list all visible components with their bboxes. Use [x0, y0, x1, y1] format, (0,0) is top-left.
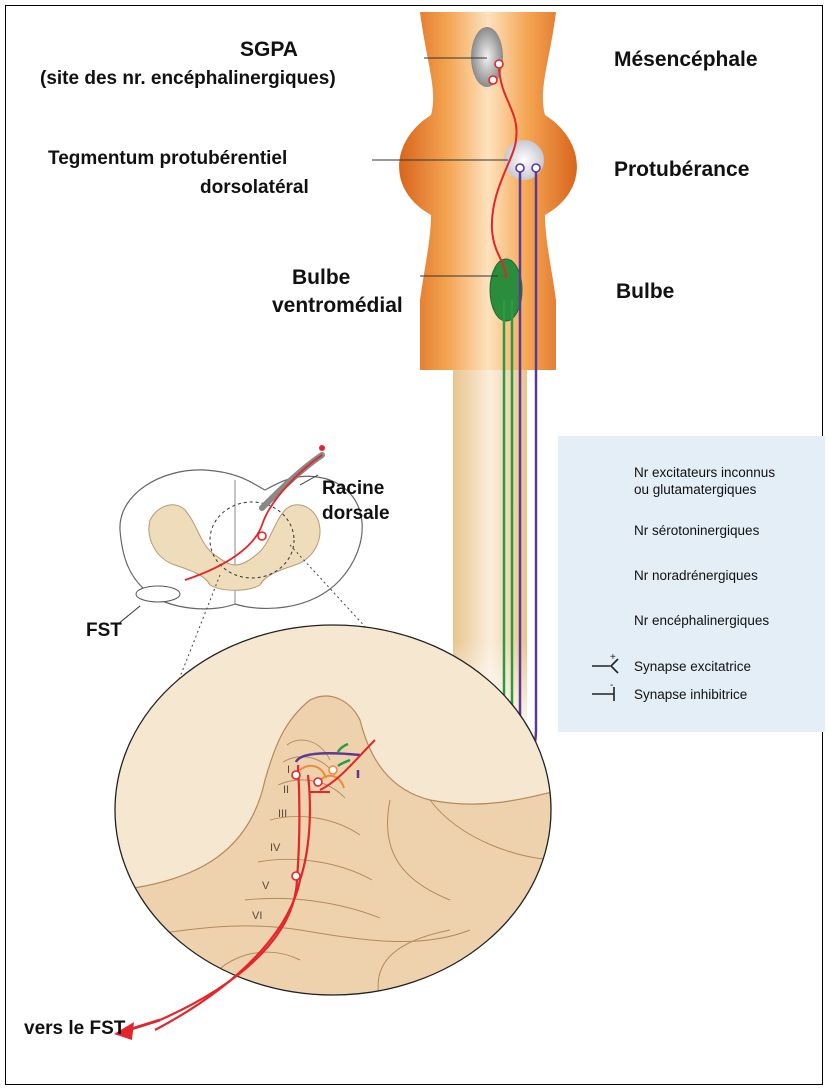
synapse-excitatory-icon: +	[588, 654, 628, 674]
legend-label: Nr encéphalinergiques	[634, 612, 769, 629]
lamina-label: VI	[252, 910, 262, 922]
legend-label: Synapse excitatrice	[634, 658, 751, 675]
legend-label: Nr noradrénergiques	[634, 567, 758, 584]
label-protuberance: Protubérance	[614, 158, 749, 182]
label-sgpa-detail: (site des nr. encéphalinergiques)	[40, 68, 336, 90]
label-bulbe: Bulbe	[616, 280, 674, 304]
legend-label: Nr sérotoninergiques	[634, 522, 759, 539]
ventromedial-medulla-nucleus	[490, 259, 522, 321]
svg-text:+: +	[610, 654, 616, 663]
legend-label: Nr excitateurs inconnus	[634, 464, 775, 481]
lamina-label: I	[287, 764, 290, 776]
lamina-label: IV	[270, 842, 280, 854]
lamina-label: III	[278, 808, 287, 820]
label-tegmentum: Tegmentum protubérentiel	[48, 148, 287, 170]
svg-text:-: -	[610, 682, 613, 691]
label-racine-detail: dorsale	[322, 503, 390, 525]
label-fst: FST	[86, 620, 122, 642]
legend: Nr excitateurs inconnus ou glutamatergiq…	[558, 436, 825, 732]
lamina-label: V	[262, 880, 269, 892]
label-sgpa: SGPA	[240, 38, 298, 62]
legend-label: Synapse inhibitrice	[634, 686, 747, 703]
label-mesencephale: Mésencéphale	[614, 48, 758, 72]
label-bulbe-ventromedial-detail: ventromédial	[272, 294, 403, 318]
dorsal-horn-magnification	[115, 625, 560, 1030]
legend-label: ou glutamatergiques	[634, 481, 756, 498]
label-vers-fst: vers le FST	[24, 1018, 125, 1040]
lamina-label: II	[283, 784, 289, 796]
label-bulbe-ventromedial: Bulbe	[292, 266, 350, 290]
synapse-inhibitory-icon: -	[588, 682, 628, 702]
label-racine: Racine	[322, 478, 384, 500]
label-tegmentum-detail: dorsolatéral	[200, 177, 309, 199]
spinal-cord-cross-section	[118, 445, 362, 624]
sgpa-nucleus	[471, 27, 503, 87]
